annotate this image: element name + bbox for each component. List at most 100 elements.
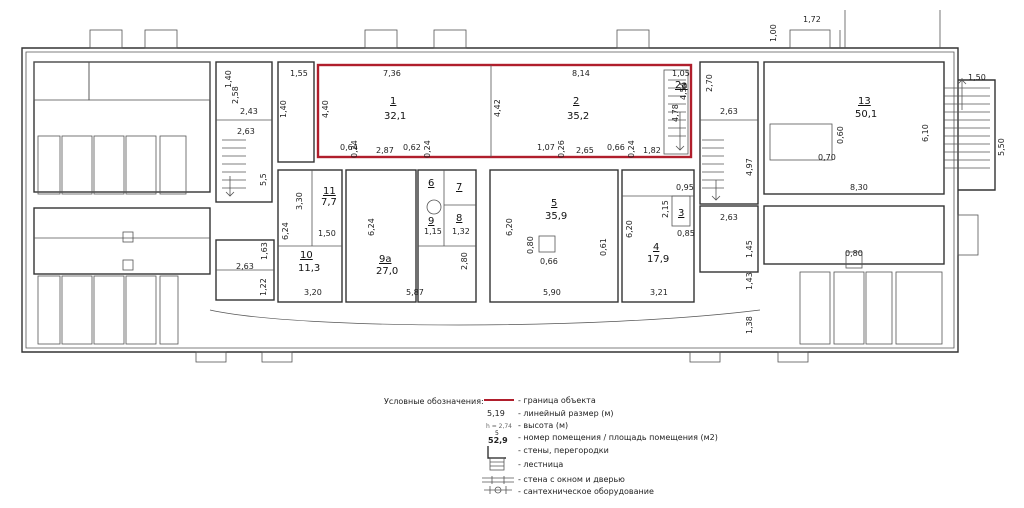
room-area: 32,1 (384, 111, 406, 122)
dim: 1,55 (290, 69, 308, 78)
dim: 2,15 (661, 200, 670, 218)
dim: 4,97 (745, 158, 754, 176)
dim: 2,43 (240, 107, 258, 116)
dim: 1,22 (259, 278, 268, 296)
dim: 5,87 (406, 288, 424, 297)
dim: 8,14 (572, 69, 590, 78)
dim: 0,26 (557, 140, 566, 158)
room-area: 7,7 (321, 197, 337, 208)
dim: 0,62 (403, 143, 421, 152)
dim: 1,40 (279, 100, 288, 118)
dim: 2,70 (705, 74, 714, 92)
room-number: 3 (678, 208, 684, 219)
left-wing (33, 61, 315, 345)
dim: 5,90 (543, 288, 561, 297)
dim: 2,87 (376, 146, 394, 155)
legend-title: Условные обозначения: (384, 397, 484, 406)
dim: 1,63 (260, 242, 269, 260)
room-number: 7 (456, 182, 462, 193)
legend-sanitary-sample (484, 486, 512, 494)
room-labels: 1 32,1 2 35,2 2а 13 50,1 11 7,7 10 11,3 … (298, 80, 877, 277)
dim: 2,58 (231, 86, 240, 104)
dim: 0,64 (340, 143, 358, 152)
dim: 1,15 (424, 227, 442, 236)
room-number: 2а (675, 80, 688, 91)
dim: 0,60 (836, 126, 845, 144)
room-number: 6 (428, 178, 434, 189)
dim: 4,78 (671, 104, 680, 122)
dim: 1,43 (745, 272, 754, 290)
dim: 1,38 (745, 316, 754, 334)
dim: 0,24 (423, 140, 432, 158)
dim: 0,70 (818, 153, 836, 162)
dim: 2,63 (237, 127, 255, 136)
dim: 0,61 (599, 238, 608, 256)
dim: 1,50 (318, 229, 336, 238)
dim: 0,24 (627, 140, 636, 158)
room-number: 4 (653, 242, 659, 253)
room-area: 35,2 (567, 111, 589, 122)
room-area: 27,0 (376, 266, 398, 277)
dim: 0,66 (607, 143, 625, 152)
room-number: 11 (323, 186, 336, 197)
dim: 6,20 (625, 220, 634, 238)
legend-item-label: - сантехническое оборудование (518, 487, 654, 496)
dim: 3,20 (304, 288, 322, 297)
room-area: 17,9 (647, 254, 669, 265)
dim: 7,36 (383, 69, 401, 78)
dim: 1,32 (452, 227, 470, 236)
dim: 6,24 (281, 222, 290, 240)
dim: 2,80 (460, 252, 469, 270)
legend-item-label: - номер помещения / площадь помещения (м… (518, 433, 718, 442)
dim: 6,24 (367, 218, 376, 236)
room-number: 10 (300, 250, 313, 261)
legend-item-label: - лестница (518, 460, 563, 469)
dim: 0,95 (676, 183, 694, 192)
dim: 5,5 (259, 173, 268, 186)
dim: 6,20 (505, 218, 514, 236)
legend-item-label: - линейный размер (м) (518, 409, 613, 418)
dim: 8,30 (850, 183, 868, 192)
dim: 1,82 (643, 146, 661, 155)
building-walls (21, 10, 996, 363)
room-number: 9 (428, 216, 434, 227)
dim-1-00: 1,00 (769, 24, 778, 42)
room-area: 11,3 (298, 263, 320, 274)
dim-1-72: 1,72 (803, 15, 821, 24)
dim: 0,85 (677, 229, 695, 238)
dim: 4,40 (321, 100, 330, 118)
dim: 1,40 (224, 70, 233, 88)
legend-window-door-sample (482, 476, 514, 484)
legend-wall-sample (487, 446, 506, 459)
dim: 3,30 (295, 192, 304, 210)
legend-item-label: - стена с окном и дверью (518, 475, 625, 484)
dim: 2,65 (576, 146, 594, 155)
dim: 3,21 (650, 288, 668, 297)
dim: 2,63 (720, 213, 738, 222)
room-area: 50,1 (855, 109, 877, 120)
legend-stair-sample (489, 457, 505, 471)
dim: 1,45 (745, 240, 754, 258)
legend-item-sample: 52,9 (488, 436, 508, 445)
center-rooms (209, 169, 761, 326)
legend-item-label: - высота (м) (518, 421, 568, 430)
dim: 0,24 (350, 140, 359, 158)
object-boundary (316, 63, 693, 159)
dim: 4,42 (493, 99, 502, 117)
room-number: 9а (379, 254, 392, 265)
dim: 1,07 (537, 143, 555, 152)
legend-item-sample: 5 (495, 430, 499, 437)
right-wing (699, 61, 990, 345)
dim: 2,63 (236, 262, 254, 271)
room-number: 8 (456, 213, 462, 224)
dim: 2,63 (720, 107, 738, 116)
legend-item-label: - граница объекта (518, 396, 596, 405)
room-number: 2 (573, 96, 579, 107)
dim: 4,54 (679, 82, 688, 100)
dim: 1,05 (672, 69, 690, 78)
dim: 0,80 (845, 249, 863, 258)
dimension-labels: 1,72 1,00 1,50 5,50 7,36 4,40 0,64 0,24 … (224, 15, 1006, 334)
room-number: 13 (858, 96, 871, 107)
dim: 6,10 (921, 124, 930, 142)
